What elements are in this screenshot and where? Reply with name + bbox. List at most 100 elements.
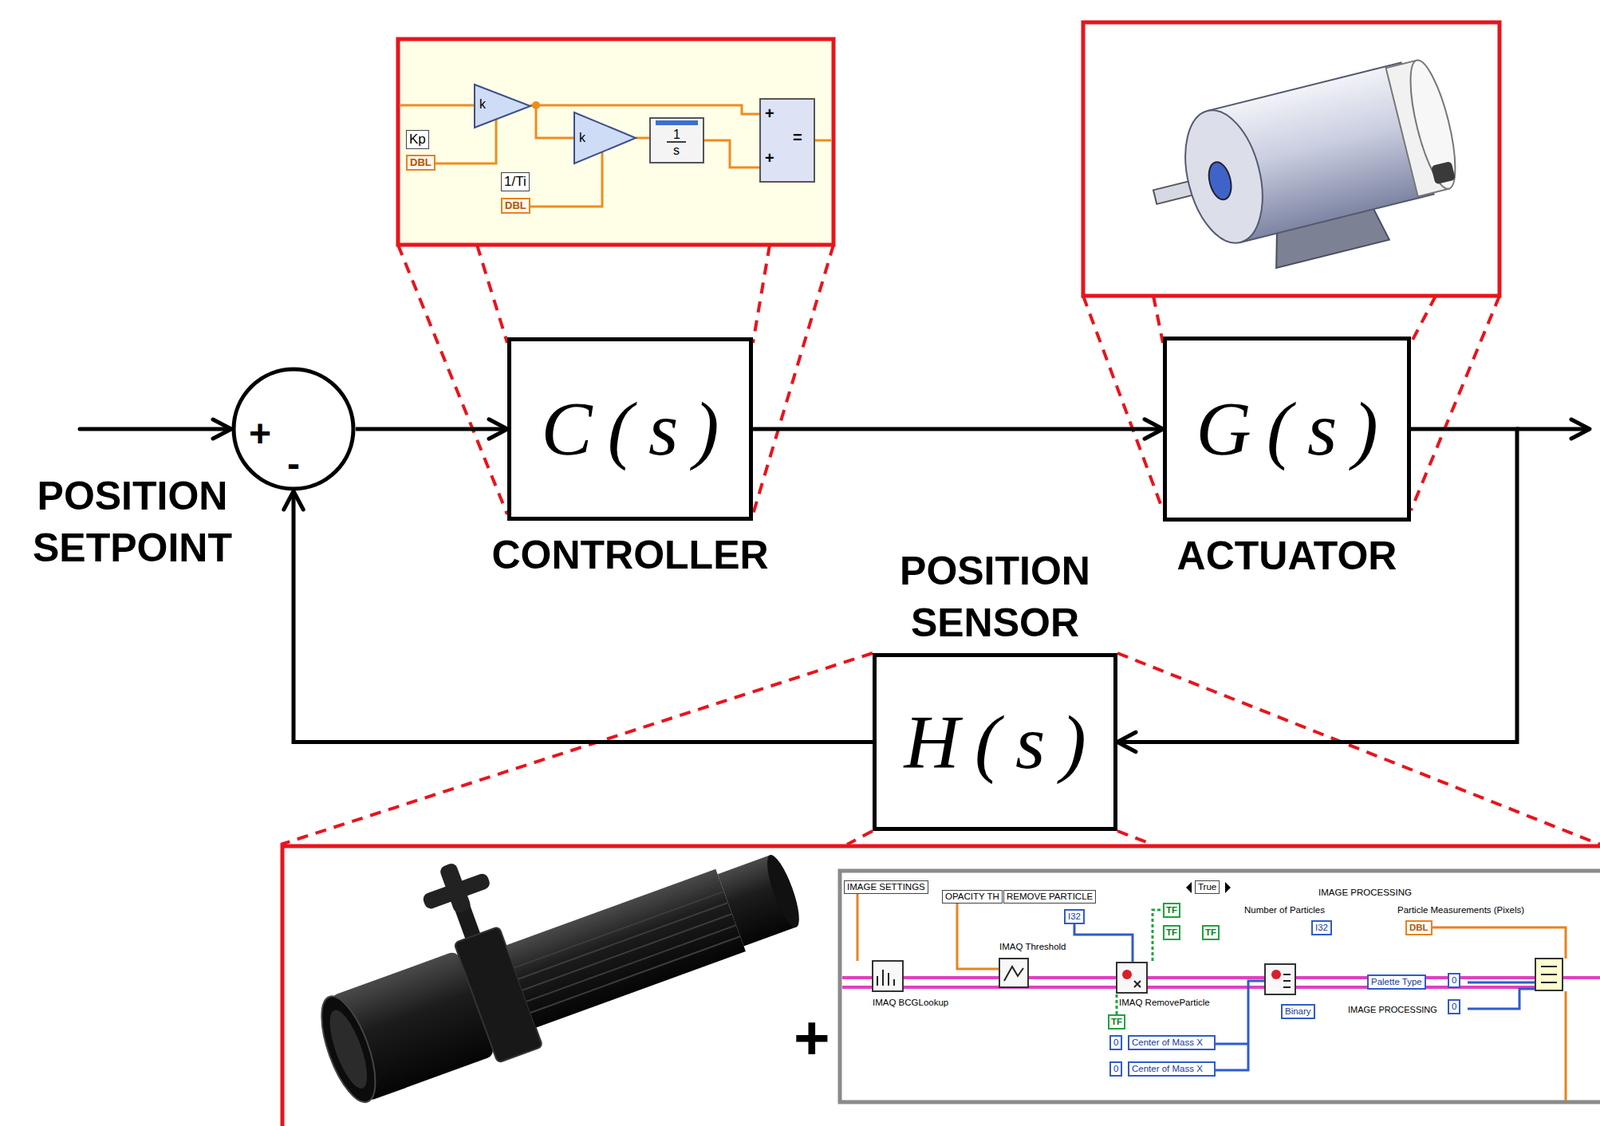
camera-illustration-part-part [518,902,729,980]
zoom-leader-part [1117,653,1600,845]
sensor-inset-part-part [842,985,1548,990]
function-label: IMAQ RemoveParticle [1119,997,1210,1009]
sensor-inset-part-part [1283,974,1291,988]
numeric-constant: 0 [1109,1061,1123,1077]
sensor-inset-part-part [1186,882,1192,894]
controller-block: C(s)CONTROLLER [507,337,753,521]
camera-illustration-part-part [526,925,737,1002]
arrow-head [1117,732,1136,752]
sensor-inset-part [857,893,1566,1101]
transfer-function: G(s) [1180,386,1394,472]
sensor-inset-part-part [957,901,1000,970]
sensor-inset-part-part [1122,969,1132,980]
actuator-inset-part-part [1172,102,1275,252]
zoom-leader-part [1083,295,1163,511]
sensor-inset-part-part [1004,966,1024,982]
indicator-label: Number of Particles [1244,904,1325,917]
signal-arrow-part [212,419,232,439]
data-type-tag: DBL [405,154,436,171]
sensor-inset-part-part [1116,962,1147,994]
camera-illustration-part [438,862,473,915]
sensor-inset-part [282,846,1600,1126]
arrow-head [1144,419,1163,439]
sensor-inset-part-part [1134,981,1141,988]
sensor-inset-part-part [1540,966,1557,983]
actuator-inset-part-part [1205,159,1235,202]
sensor-inset-part-part [1225,882,1231,894]
data-type-tag: DBL [500,197,531,214]
arrow-head [283,491,304,510]
sensor-inset-part-part [1467,981,1536,985]
camera-illustration [282,756,815,1117]
connector-line [752,427,1163,432]
data-type-tag: I32 [1064,909,1085,925]
signal-connector [752,419,1163,439]
signal-arrow-part [1571,419,1590,439]
plus-sign: + [248,414,272,454]
camera-illustration-part [322,1005,375,1093]
data-type-tag: I32 [1311,920,1333,936]
numeric-constant: 0 [1447,999,1461,1015]
function-label: IMAQ Threshold [999,941,1067,954]
zoom-leader-part [752,244,834,515]
adder-sign: = [792,127,803,147]
sensor-inset-part-part [1467,989,1536,1009]
sensor-inset-part [839,870,1600,1103]
adder-sign: + [764,148,775,168]
sensor-inset-part-part [1271,969,1281,980]
transfer-function: H(s) [888,700,1102,785]
connector-line [355,427,508,432]
signal-connector [355,419,508,439]
controller-inset-part-part [530,105,761,115]
block-caption: CONTROLLER [491,531,769,580]
camera-illustration-part-part [513,891,724,969]
controller-inset-part-part [526,151,603,207]
controller-inset-part [532,101,540,110]
section-title: IMAGE PROCESSING [1347,1004,1438,1017]
numeric-constant: 0 [1109,1035,1123,1051]
controller-inset-part-part [535,105,575,138]
indicator-label: Particle Measurements (Pixels) [1397,904,1525,917]
minus-sign: - [287,445,300,484]
zoom-leader-part [847,831,873,845]
integrator-numerator: 1 [673,126,681,142]
block-caption: ACTUATOR [1177,532,1398,580]
enum-constant: Center of Mass X [1127,1061,1216,1077]
controller-inset-part [760,98,815,182]
zoom-leader-part [398,244,508,515]
plus-sign: + [793,1006,831,1069]
controller-inset-part-part [814,139,832,142]
controller-inset-part-part [400,104,475,107]
actuator-inset-part-part [1401,56,1465,194]
controller-inset-part [655,120,698,126]
zoom-leader-part [476,244,508,343]
sensor-inset-part-part [1115,993,1119,1015]
zoom-leader [280,244,1600,845]
block-caption: POSITION SENSOR [867,545,1124,650]
control-label: OPACITY TH [941,890,1003,904]
sensor-inset-part-part [872,961,903,992]
camera-illustration-part [760,851,805,931]
camera-illustration-part-part [522,914,733,991]
sensor-inset-part-part [1564,991,1568,1101]
input-label: POSITION SETPOINT [24,470,241,575]
enum-constant: Center of Mass X [1127,1035,1216,1051]
sensor-inset-part-part [1535,958,1563,991]
zoom-leader-part [1410,295,1436,343]
data-type-tag: DBL [1405,920,1433,936]
actuator-inset-part [1083,22,1500,296]
indicator-label: IMAGE SETTINGS [843,880,929,895]
controller-inset-part-part [703,140,761,168]
connector-line [293,491,873,743]
gain-symbol: k [579,130,586,146]
control-name: 1/Ti [500,172,530,192]
camera-illustration-part-part [530,936,741,1013]
signal-arrow-part [79,427,230,432]
camera-illustration-part-part [509,880,720,958]
section-title: IMAGE PROCESSING [1318,886,1412,899]
transfer-function: C(s) [525,386,734,472]
case-selector: True [1194,880,1220,895]
control-name: Kp [405,130,430,150]
